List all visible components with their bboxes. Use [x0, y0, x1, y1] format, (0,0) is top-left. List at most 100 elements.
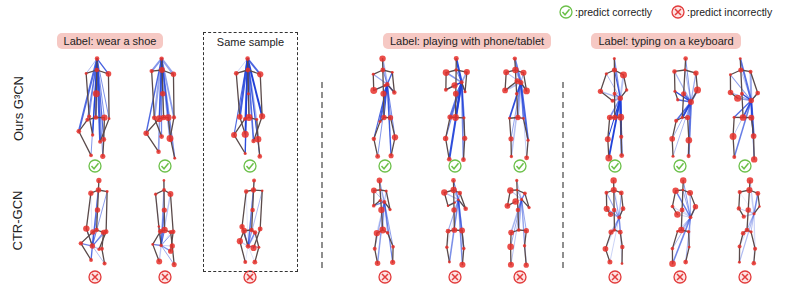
bones: [79, 59, 109, 157]
joint: [605, 136, 611, 142]
attention-lines: [153, 180, 174, 264]
skeleton: [502, 56, 530, 160]
skeleton: [370, 55, 398, 158]
joints: [603, 177, 626, 265]
bone: [242, 191, 246, 226]
joint: [89, 258, 93, 262]
bone: [742, 94, 743, 118]
joint: [672, 69, 676, 73]
bone: [739, 247, 740, 263]
joint: [513, 56, 517, 60]
attention-line: [248, 229, 260, 246]
joint: [737, 206, 741, 210]
joint: [683, 260, 688, 265]
attention-line: [161, 232, 170, 245]
skeleton: [371, 178, 395, 267]
joint: [446, 229, 451, 234]
joint: [605, 154, 612, 161]
joint: [463, 206, 468, 211]
legend-text: :predict incorrectly: [687, 6, 772, 18]
joint: [453, 91, 459, 97]
check-icon: [739, 160, 751, 172]
joint: [611, 187, 617, 193]
joint: [617, 215, 621, 219]
joint: [520, 198, 523, 201]
bone: [684, 70, 685, 94]
attention-line: [674, 71, 690, 101]
joint: [380, 68, 385, 73]
cross-mark: [675, 9, 681, 15]
bone: [682, 94, 683, 118]
skeleton: [669, 56, 701, 158]
bone: [614, 94, 615, 118]
joint: [255, 136, 262, 143]
bone: [621, 137, 623, 156]
joint: [459, 262, 465, 268]
skeleton: [237, 178, 264, 264]
joint: [259, 113, 265, 119]
check-mark: [452, 163, 459, 169]
joint: [90, 229, 95, 234]
joint: [752, 212, 755, 215]
joint: [378, 207, 384, 213]
bone: [751, 72, 758, 93]
joint: [671, 155, 674, 158]
joint: [612, 208, 617, 213]
attention-line: [619, 217, 622, 263]
joint: [515, 115, 520, 120]
bone: [79, 131, 91, 155]
joint: [683, 56, 688, 61]
joint: [619, 153, 624, 158]
joint: [96, 178, 101, 183]
bones: [240, 180, 262, 262]
joint: [246, 244, 251, 249]
joints: [669, 56, 701, 158]
attention-line: [449, 82, 461, 159]
bone: [255, 232, 259, 247]
bone: [240, 241, 245, 262]
joint: [169, 138, 173, 142]
check-icon: [674, 160, 686, 172]
joint: [454, 56, 459, 61]
joint: [375, 261, 381, 267]
bone: [463, 118, 465, 138]
bone: [172, 246, 174, 265]
separator-line: [562, 82, 563, 270]
bone: [252, 190, 254, 210]
bone: [517, 210, 519, 230]
joint: [749, 70, 753, 74]
joint: [523, 191, 527, 195]
joint: [158, 225, 161, 228]
joint: [687, 154, 691, 158]
cross-mark: [742, 274, 748, 280]
bones: [373, 59, 395, 157]
joint: [159, 134, 164, 139]
joint: [607, 259, 612, 264]
joint: [167, 135, 174, 142]
joint: [241, 228, 247, 234]
joint: [385, 189, 388, 192]
bone: [447, 231, 448, 247]
bones: [146, 59, 175, 159]
joint: [693, 204, 698, 209]
joint: [160, 91, 166, 97]
legend-text: :predict correctly: [575, 6, 652, 18]
attention-line: [462, 82, 464, 159]
joint: [448, 261, 451, 264]
joint: [517, 228, 521, 232]
joints: [737, 177, 761, 265]
joint: [392, 134, 398, 140]
joint: [247, 92, 250, 95]
joints: [443, 56, 470, 162]
bone: [527, 140, 528, 158]
joint: [460, 80, 464, 84]
joint: [508, 230, 514, 236]
joint: [742, 215, 746, 219]
skeleton: [143, 56, 176, 159]
joint: [454, 68, 457, 71]
joint: [618, 96, 623, 101]
skeleton: [505, 179, 531, 268]
attention-line: [606, 193, 619, 218]
bone: [251, 210, 253, 230]
joint: [605, 72, 608, 75]
